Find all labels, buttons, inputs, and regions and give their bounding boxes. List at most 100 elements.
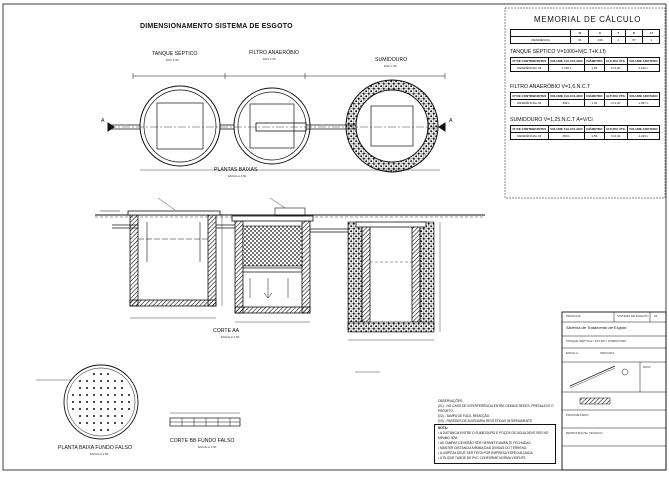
memorial-cell: 1 <box>642 36 660 44</box>
perforation-dot <box>121 380 123 382</box>
perforation-dot <box>86 380 88 382</box>
sink-sublabel: ESC 1:50 <box>384 64 397 68</box>
title-block <box>561 311 667 471</box>
perforation-dot <box>100 387 102 389</box>
perforation-dot <box>79 408 81 410</box>
false-bottom-plan-title: PLANTA BAIXA FUNDO FALSO <box>58 445 132 451</box>
filter-formula: FILTRO ANAERÓBIO V=1,6.N.C.T <box>510 84 591 90</box>
memorial-cell: C <box>588 29 612 37</box>
memorial-cell: h=1,20 <box>603 99 628 107</box>
memorial-cell: N <box>570 29 590 37</box>
memorial-cell: 1,50 <box>584 132 605 140</box>
observations: OBSERVAÇÕES: (01) - NO CASO DE INTERFERÊ… <box>438 399 568 424</box>
memorial-cell: 1,20 <box>584 99 605 107</box>
memorial-frame <box>504 7 666 199</box>
perforation-dot <box>107 373 109 375</box>
memorial-cell: DIÂMETRO <box>584 57 605 65</box>
section-mark-right: A <box>449 118 453 124</box>
sheet-border <box>2 3 667 471</box>
perforation-dot <box>72 394 74 396</box>
sink-plan <box>345 79 439 173</box>
memorial-cell: 130 <box>588 36 612 44</box>
perforation-dot <box>100 373 102 375</box>
memorial-cell: Nº DE CONTRIBUINTES <box>510 92 549 100</box>
memorial-cell: 832 L <box>547 99 586 107</box>
memorial-cell: VOLUME CALCULADO <box>547 57 586 65</box>
memorial-cell: VOLUME CALCULADO <box>547 92 586 100</box>
section-bb-scale: ESCALA 1:50 <box>198 445 217 449</box>
perforation-dot <box>107 401 109 403</box>
perforation-dot <box>114 422 116 424</box>
perforation-dot <box>121 387 123 389</box>
memorial-cell: ALTURA ÚTIL <box>603 125 628 133</box>
perforation-dot <box>93 373 95 375</box>
tb-author-label: RESPONSÁVEL TÉCNICO <box>566 431 603 435</box>
perforation-dot <box>79 422 81 424</box>
perforation-dot <box>107 387 109 389</box>
sink-label: SUMIDOURO <box>375 57 408 63</box>
note-line: • MANTER DISTÂNCIA MÍNIMA DAS DIVISAS DO… <box>438 446 528 450</box>
false-bottom-plan-scale: ESCALA 1:50 <box>90 452 109 456</box>
memorial-cell: Nº DE CONTRIBUINTES <box>510 125 549 133</box>
perforation-dot <box>128 401 130 403</box>
perforation-dot <box>100 422 102 424</box>
memorial-cell: VOLUME ADOTADO <box>626 125 661 133</box>
perforation-dot <box>100 415 102 417</box>
tb-top-mid: SISTEMA DE ESGOTO <box>617 314 649 318</box>
memorial-cell: RESIDÊNCIAL 04 <box>510 64 549 72</box>
memorial-cell: 650 L <box>547 132 586 140</box>
main-title: DIMENSIONAMENTO SISTEMA DE ESGOTO <box>140 23 293 30</box>
perforation-dot <box>107 429 109 431</box>
perforation-dot <box>79 380 81 382</box>
notes-heading: NOTA: <box>438 426 448 430</box>
memorial-cell: h=2,40 <box>603 132 628 140</box>
tb-project: Sistema de Tratamento de Esgoto <box>566 325 627 330</box>
perforation-dot <box>93 380 95 382</box>
perforation-dot <box>86 387 88 389</box>
observation-line: (03) - PAREDES DE ALVENARIA REVESTIDAS I… <box>438 419 533 423</box>
note-line: • A LIMPEZA DEVE SER FEITA POR EMPRESA E… <box>438 451 534 455</box>
perforation-dot <box>93 429 95 431</box>
memorial-cell: RESIDÊNCIAL 04 <box>510 132 549 140</box>
section-aa-scale: ESCALA 1:50 <box>221 335 240 339</box>
memorial-cell: 1.357 L <box>626 99 661 107</box>
memorial-cell: Lf <box>642 29 660 37</box>
perforation-dot <box>107 422 109 424</box>
tb-sheet-no: 01 <box>654 314 658 318</box>
perforation-dot <box>79 387 81 389</box>
perforation-dot <box>86 408 88 410</box>
perforation-dot <box>114 387 116 389</box>
perforation-dot <box>114 401 116 403</box>
memorial-cell: 2.120 L <box>626 64 661 72</box>
memorial-cell: K <box>624 29 644 37</box>
memorial-cell: DIÂMETRO <box>584 125 605 133</box>
perforation-dot <box>107 408 109 410</box>
perforation-dot <box>86 401 88 403</box>
note-line: • UTILIZAR TUBOS DE PVC CONFORME NORMA V… <box>438 456 527 460</box>
perforation-dot <box>100 429 102 431</box>
section-aa-title: CORTE AA <box>213 328 240 334</box>
plan-view <box>107 73 446 173</box>
memorial-cell: Nº DE CONTRIBUINTES <box>510 57 549 65</box>
memorial-cell: DIÂMETRO <box>584 92 605 100</box>
sink-formula: SUMIDOURO V=1,25.N.C.T A=V/Ci <box>510 117 593 123</box>
memorial-cell: ALTURA ÚTIL <box>603 57 628 65</box>
tb-content: TANQUE SÉPTICO / FILTRO / SUMIDOURO <box>566 339 627 343</box>
section-mark-left: A <box>101 118 105 124</box>
notes-box: NOTA: • A DISTÂNCIA ENTRE O SUMIDOURO E … <box>434 424 556 464</box>
plan-view-title: PLANTAS BAIXAS <box>214 167 258 173</box>
perforation-dot <box>121 422 123 424</box>
tb-date-label: DATA <box>643 365 651 369</box>
perforation-dot <box>86 422 88 424</box>
observation-line: (02) - TAMPA DE FÁCIL REMOÇÃO. <box>438 414 491 418</box>
filter-plan <box>233 87 311 165</box>
perforation-dot <box>100 380 102 382</box>
memorial-cell: 4.240 L <box>626 132 661 140</box>
memorial-cell: 1 <box>610 36 626 44</box>
memorial-cell: 1,50 <box>584 64 605 72</box>
memorial-cell: VOLUME ADOTADO <box>626 92 661 100</box>
perforation-dot <box>114 380 116 382</box>
section-bb-title: CORTE BB FUNDO FALSO <box>170 438 235 444</box>
